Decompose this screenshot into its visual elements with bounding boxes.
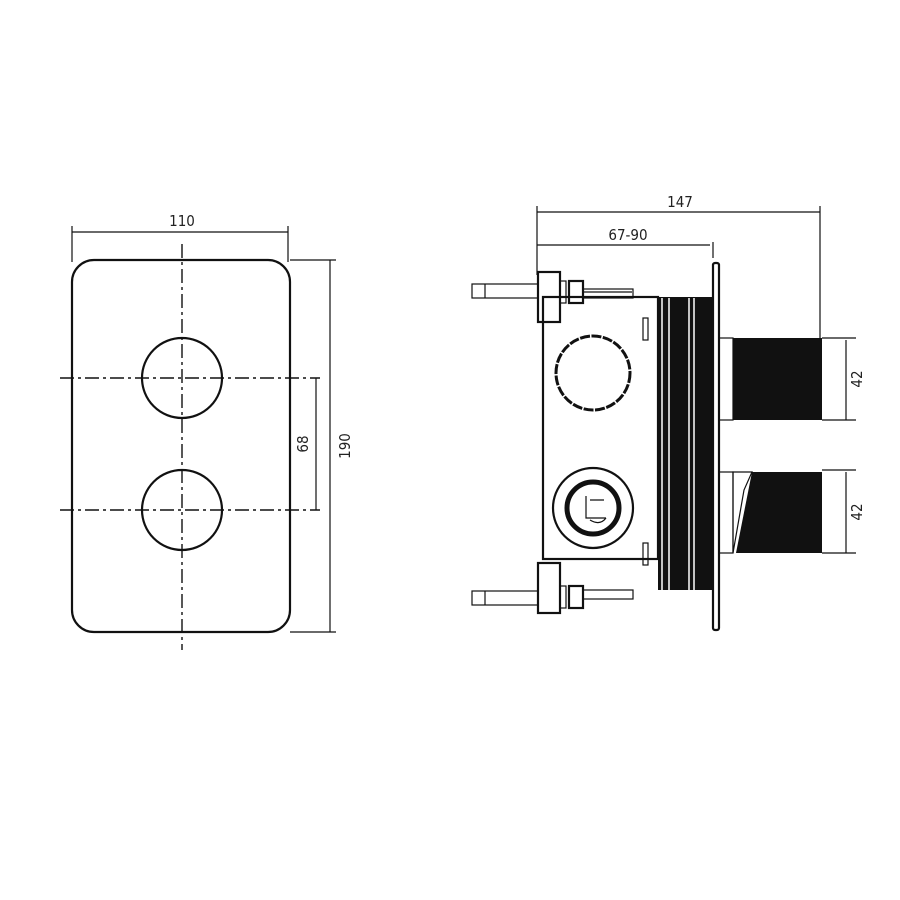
- upper-outlet-label: 42: [848, 370, 866, 387]
- total-depth-label: 147: [667, 193, 693, 211]
- knob-spacing-label: 68: [294, 435, 312, 452]
- wall-depth-label: 67-90: [608, 226, 647, 244]
- cover-plate: [70, 258, 292, 634]
- lower-bracket: [471, 561, 634, 615]
- side-view: 147 67-90: [471, 193, 866, 632]
- upper-bracket: [471, 270, 634, 324]
- lower-outlet: [718, 471, 822, 554]
- width-label: 110: [169, 212, 195, 230]
- dimension-width: 110: [71, 212, 289, 262]
- upper-outlet: [718, 337, 822, 421]
- upper-port: [554, 334, 632, 412]
- front-view: 110 190 68: [60, 212, 354, 650]
- dimension-knob-spacing: 68: [294, 378, 317, 510]
- dimension-total-depth: 147: [536, 193, 821, 338]
- dimension-lower-outlet: 42: [822, 469, 866, 554]
- dimension-upper-outlet: 42: [822, 337, 866, 421]
- wall-plate: [711, 261, 721, 632]
- flange: [658, 297, 713, 590]
- dimension-height: 190: [290, 259, 354, 633]
- height-label: 190: [336, 433, 354, 459]
- lower-outlet-label: 42: [848, 503, 866, 520]
- lower-port: [551, 466, 635, 550]
- dimension-wall-depth: 67-90: [537, 226, 714, 258]
